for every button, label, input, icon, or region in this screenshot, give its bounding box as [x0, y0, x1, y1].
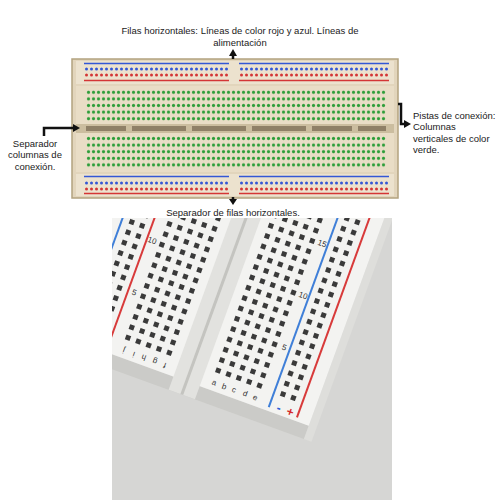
- terminal-area: [76, 86, 394, 172]
- channel-segment: [132, 126, 186, 131]
- row-number: 15: [316, 238, 328, 250]
- red-line: [84, 80, 229, 82]
- breadboard-photo: [112, 218, 392, 500]
- red-line: [239, 80, 389, 82]
- blue-line: [269, 218, 392, 407]
- blue-holes: [239, 180, 389, 186]
- blue-line: [84, 63, 229, 65]
- arrowhead: [229, 49, 237, 56]
- channel-segment: [358, 126, 386, 131]
- red-holes: [84, 186, 229, 192]
- red-line: [112, 218, 253, 348]
- column-letter: b: [220, 381, 227, 392]
- column-letter: h: [140, 352, 147, 363]
- rail-holes: [112, 218, 243, 336]
- annotation-label: Separador de filas horizontales.: [148, 207, 318, 218]
- row-number: 10: [297, 290, 309, 302]
- row-number: 10: [147, 235, 159, 247]
- blue-line: [112, 218, 225, 338]
- column-letter: f: [162, 360, 167, 370]
- blue-holes: [239, 66, 389, 72]
- column-letter: c: [231, 385, 238, 395]
- power-rail: [76, 174, 394, 196]
- channel-segment: [312, 126, 352, 131]
- column-letter: a: [210, 377, 217, 388]
- channel-segment: [192, 126, 246, 131]
- blue-holes: [84, 66, 229, 72]
- annotation-label: Pistas de conexión: Columnas verticales …: [413, 110, 498, 156]
- red-line: [297, 218, 392, 417]
- power-rail: [76, 61, 394, 84]
- blue-line: [84, 176, 229, 178]
- blue-line: [239, 63, 389, 65]
- arrowhead: [404, 120, 411, 128]
- row-number: 5: [130, 288, 137, 299]
- blue-line: [239, 176, 389, 178]
- channel-segment: [252, 126, 306, 131]
- blue-holes: [84, 180, 229, 186]
- breadboard-diagram: [72, 59, 398, 198]
- red-line: [84, 193, 229, 195]
- green-holes: [86, 89, 386, 122]
- column-letter: e: [251, 393, 258, 404]
- column-letter: d: [241, 389, 248, 400]
- channel-segment: [86, 126, 126, 131]
- polarity-sign: -: [275, 400, 284, 415]
- row-number: 5: [280, 342, 287, 353]
- board-top: [112, 218, 392, 426]
- leader-line: [398, 104, 405, 124]
- rail-holes: [276, 218, 392, 405]
- leader-line: [44, 128, 74, 136]
- arrowhead: [73, 124, 80, 132]
- annotation-title: Filas horizontales: Líneas de color rojo…: [120, 25, 360, 48]
- column-letter: i: [131, 349, 136, 359]
- arrowhead: [229, 199, 237, 205]
- red-line: [239, 193, 389, 195]
- leader-lines: [44, 54, 405, 200]
- board-body: [72, 59, 398, 198]
- green-holes: [86, 135, 386, 168]
- center-channel: [76, 124, 394, 133]
- red-holes: [84, 72, 229, 78]
- annotation-label: Separador columnas de conexión.: [2, 138, 68, 172]
- column-letter: g: [151, 356, 158, 367]
- polarity-sign: +: [285, 404, 297, 420]
- column-letter: j: [121, 345, 126, 355]
- red-holes: [239, 72, 389, 78]
- red-holes: [239, 186, 389, 192]
- arrowheads: [73, 49, 411, 205]
